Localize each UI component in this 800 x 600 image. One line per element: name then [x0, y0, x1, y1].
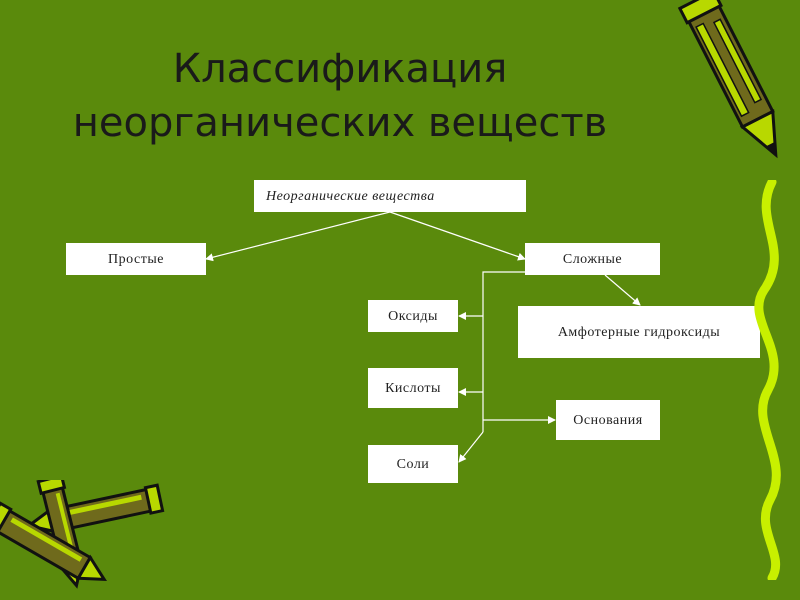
- pencil-icon: [677, 0, 778, 159]
- connector-complex-amphoteric: [604, 274, 641, 306]
- connector-complex-branch: [482, 271, 525, 432]
- node-inorganic-substances: Неорганические вещества: [254, 180, 526, 212]
- node-oxides: Оксиды: [368, 300, 458, 332]
- node-amphoteric-hydroxides: Амфотерные гидроксиды: [518, 306, 760, 358]
- node-salts: Соли: [368, 445, 458, 483]
- node-acids: Кислоты: [368, 368, 458, 408]
- connector-branch-salts: [458, 431, 484, 463]
- squiggle-decoration: [754, 180, 781, 580]
- connector-root-simple: [205, 211, 391, 262]
- connector-root-complex: [389, 211, 526, 261]
- node-complex: Сложные: [525, 243, 660, 275]
- page-title: Классификация неорганических веществ: [60, 42, 620, 150]
- node-bases: Основания: [556, 400, 660, 440]
- node-simple: Простые: [66, 243, 206, 275]
- title-line-1: Классификация: [172, 46, 508, 92]
- title-line-2: неорганических веществ: [72, 100, 608, 146]
- crossed-pencils-icon: [0, 480, 165, 589]
